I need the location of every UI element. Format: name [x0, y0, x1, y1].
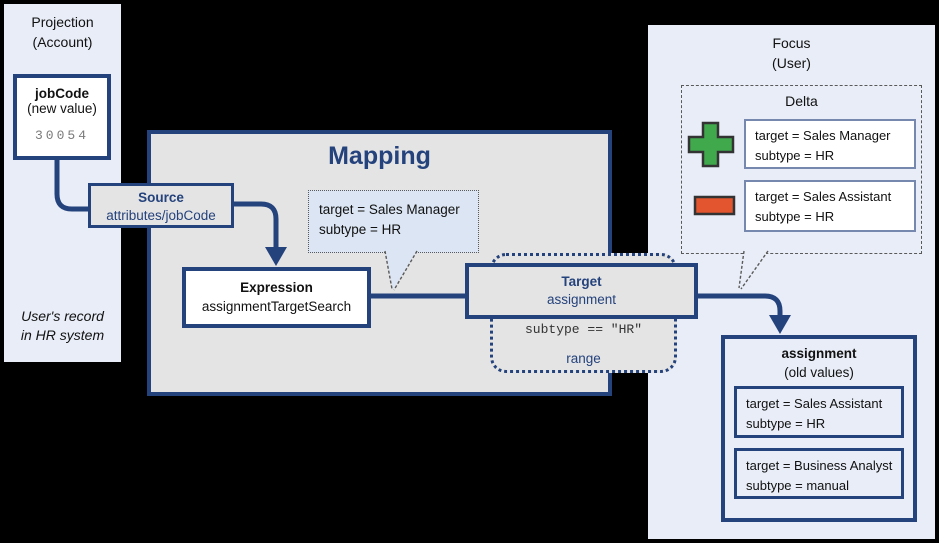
hr-note-line2: in HR system — [20, 327, 105, 344]
delta-remove-item: target = Sales Assistant subtype = HR — [744, 180, 916, 232]
focus-title: Focus (User) — [648, 34, 935, 73]
target-title: Target — [561, 274, 602, 289]
assignment-item: target = Sales Assistant subtype = HR — [734, 386, 904, 438]
jobcode-subtitle: (new value) — [27, 101, 97, 116]
assignment-subtitle: (old values) — [784, 364, 854, 380]
callout-line2: subtype = HR — [319, 222, 402, 238]
expression-box: Expression assignmentTargetSearch — [182, 267, 371, 328]
assignment-title: assignment — [781, 346, 857, 361]
mapping-result-callout: target = Sales Manager subtype = HR — [308, 190, 479, 253]
callout-line1: target = Sales Manager — [319, 202, 460, 217]
hr-system-note: User's record in HR system — [4, 307, 121, 346]
delta-box: Delta target = Sales Manager subtype = H… — [681, 85, 922, 254]
source-title: Source — [138, 190, 184, 205]
assignment-item-line2: subtype = manual — [746, 477, 849, 493]
range-label: range — [566, 351, 601, 366]
assignment-item-line1: target = Business Analyst — [746, 458, 893, 473]
delta-title: Delta — [785, 93, 818, 109]
assignment-old-values-box: assignment (old values) target = Sales A… — [721, 335, 917, 522]
assignment-item-line2: subtype = HR — [746, 415, 826, 431]
delta-add-line1: target = Sales Manager — [755, 128, 891, 143]
jobcode-box: jobCode (new value) 30054 — [13, 74, 111, 160]
expression-subtitle: assignmentTargetSearch — [201, 298, 352, 314]
delta-add-item: target = Sales Manager subtype = HR — [744, 119, 916, 169]
focus-title-line1: Focus — [772, 35, 811, 51]
focus-panel: Focus (User) Delta target = Sales Manage… — [648, 25, 935, 539]
jobcode-value: 30054 — [34, 128, 89, 143]
focus-title-line2: (User) — [772, 54, 811, 71]
minus-icon — [693, 195, 736, 216]
assignment-item-line1: target = Sales Assistant — [746, 396, 883, 411]
hr-note-line1: User's record — [21, 307, 104, 324]
mapping-title: Mapping — [328, 142, 431, 170]
range-condition: subtype == "HR" — [524, 322, 643, 337]
projection-title-line1: Projection — [31, 14, 94, 30]
target-box: Target assignment — [465, 263, 698, 319]
jobcode-title: jobCode — [35, 86, 89, 101]
delta-remove-line2: subtype = HR — [755, 208, 835, 224]
expression-title: Expression — [240, 280, 313, 295]
target-subtitle: assignment — [546, 292, 617, 308]
delta-remove-line1: target = Sales Assistant — [755, 189, 892, 204]
projection-title: Projection (Account) — [4, 13, 121, 52]
source-box: Source attributes/jobCode — [88, 183, 234, 228]
projection-title-line2: (Account) — [32, 33, 93, 50]
plus-icon — [687, 121, 735, 168]
delta-add-line2: subtype = HR — [755, 147, 835, 163]
assignment-item: target = Business Analyst subtype = manu… — [734, 448, 904, 499]
source-subtitle: attributes/jobCode — [106, 208, 216, 224]
